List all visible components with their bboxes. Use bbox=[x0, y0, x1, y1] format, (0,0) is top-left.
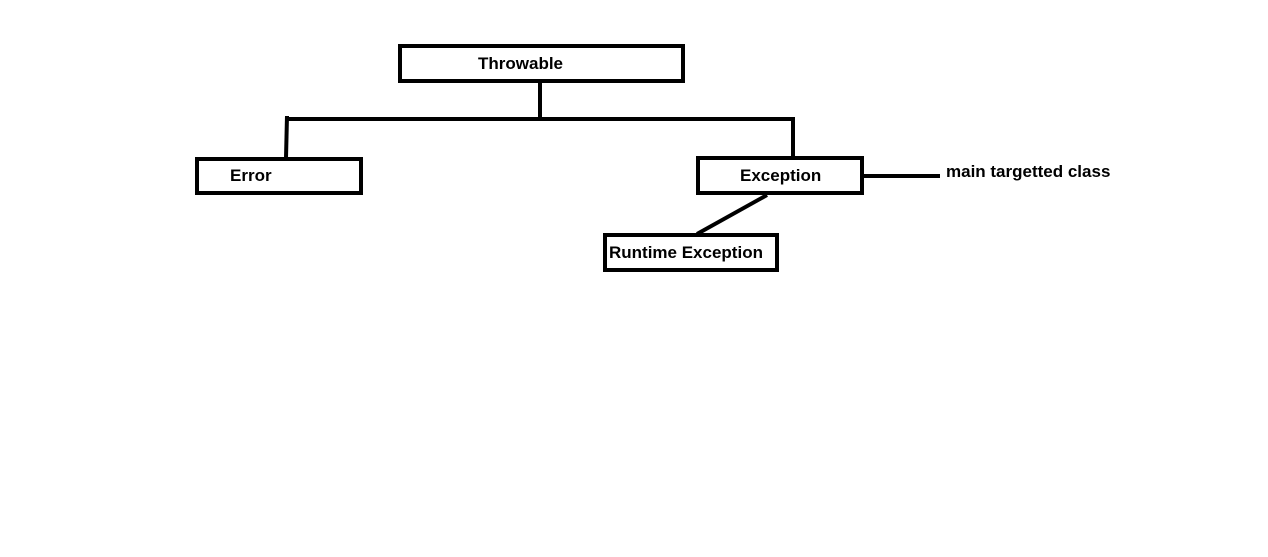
connector-exception-to-runtime bbox=[696, 193, 768, 236]
connector-to-error bbox=[284, 115, 289, 159]
node-runtime-exception: Runtime Exception bbox=[603, 233, 779, 272]
annotation-main-targetted-class: main targetted class bbox=[946, 162, 1111, 181]
node-exception-label: Exception bbox=[740, 165, 822, 185]
node-throwable-label: Throwable bbox=[478, 53, 564, 73]
node-exception: Exception bbox=[696, 156, 864, 195]
node-error-label: Error bbox=[230, 166, 272, 185]
node-throwable: Throwable bbox=[398, 44, 685, 83]
node-error: Error bbox=[195, 157, 363, 195]
node-runtime-exception-label: Runtime Exception bbox=[609, 242, 763, 262]
